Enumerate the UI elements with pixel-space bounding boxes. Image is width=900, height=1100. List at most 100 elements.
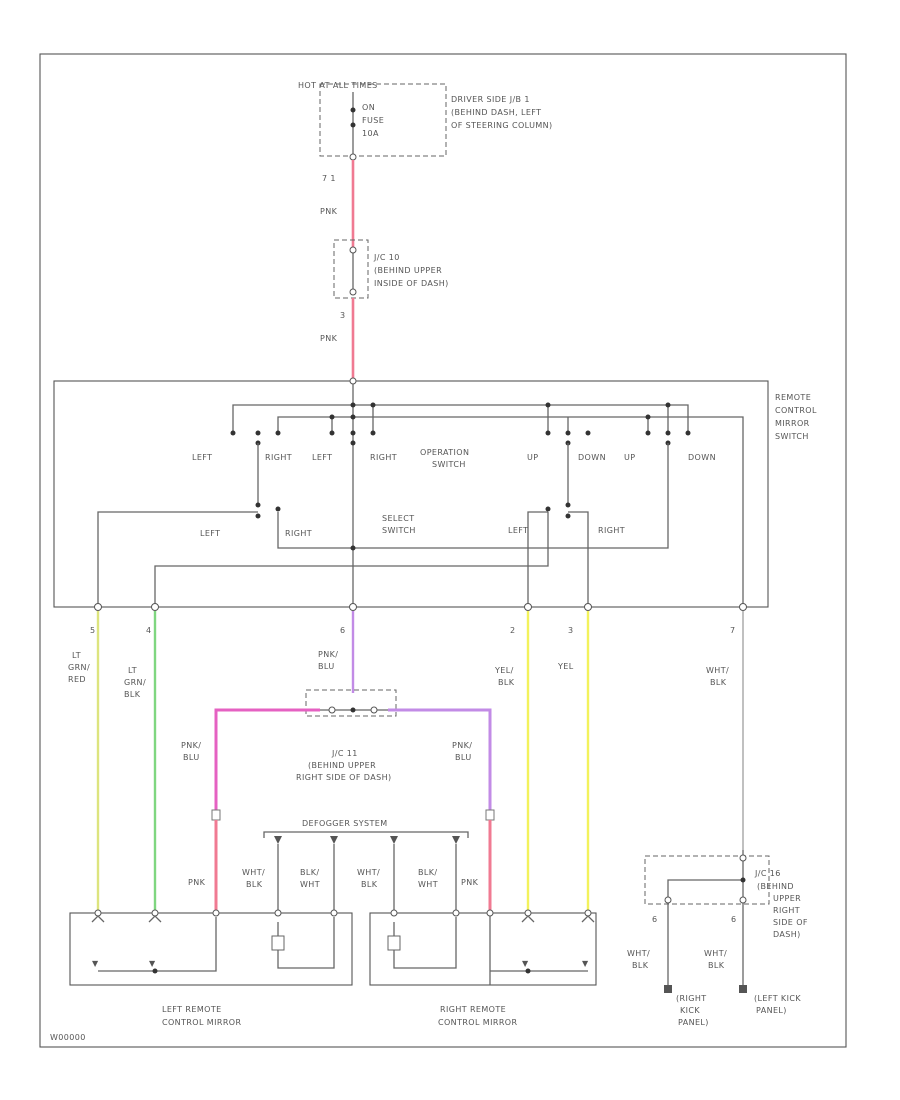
fuse-line-3: 10A: [362, 129, 379, 138]
wire-label-lt-grn-red-1: LT: [72, 651, 81, 660]
jc10-line-3: INSIDE OF DASH): [374, 279, 449, 288]
wire-label-blk-wht-r2: WHT: [418, 880, 438, 889]
sel-label-left-1: LEFT: [200, 529, 220, 538]
right-mirror-label-1: RIGHT REMOTE: [440, 1005, 506, 1014]
wire-label-yel-blk-2: BLK: [498, 678, 515, 687]
ground-left-2: PANEL): [756, 1006, 787, 1015]
jc16-dashed-box: [644, 855, 770, 905]
jc11-dashed-box: [305, 689, 397, 717]
ground-right-2: KICK: [680, 1006, 700, 1015]
switch-pin-6: 6: [340, 626, 346, 635]
ground-terminal-left: [739, 985, 747, 993]
wire-label-wht-blk-r2: BLK: [361, 880, 378, 889]
right-heater-element: [387, 935, 401, 951]
wire-label-pnk-left: PNK: [188, 878, 206, 887]
wire-label-gnd-wht-blk-2a: WHT/: [704, 949, 727, 958]
jc16-line-2: (BEHIND: [757, 882, 794, 891]
hot-at-all-times-label: HOT AT ALL TIMES: [298, 81, 378, 90]
wire-label-pnk-blu-left-2: BLU: [183, 753, 200, 762]
jc10-line-1: J/C 10: [373, 253, 400, 262]
wire-label-blk-wht-r1: BLK/: [418, 868, 438, 877]
ground-terminal-right: [664, 985, 672, 993]
ground-left-1: (LEFT KICK: [754, 994, 801, 1003]
wire-label-pnk-right: PNK: [461, 878, 479, 887]
splice-left: [211, 809, 221, 821]
jc16-pin-1: 6: [652, 915, 658, 924]
switch-title-1: REMOTE: [775, 393, 811, 402]
wire-label-wht-blk-1: WHT/: [706, 666, 729, 675]
wire-label-wht-blk-r1: WHT/: [357, 868, 380, 877]
left-heater-element: [271, 935, 285, 951]
left-mirror-box: [69, 912, 353, 986]
wire-label-pnk-2: PNK: [320, 334, 338, 343]
wire-label-pnk-blu-left-1: PNK/: [181, 741, 201, 750]
right-motor-1: ▼: [522, 959, 529, 968]
wire-label-pnk-1: PNK: [320, 207, 338, 216]
wire-label-lt-grn-red-3: RED: [68, 675, 86, 684]
wire-label-yel-blk-1: YEL/: [494, 666, 514, 675]
defogger-system: DEFOGGER SYSTEM WHT/ BLK BLK/ WHT WHT/ B…: [242, 819, 469, 910]
switch-pin-5: 5: [90, 626, 96, 635]
op-label-right-2: RIGHT: [370, 453, 397, 462]
fuse-block: HOT AT ALL TIMES ON FUSE 10A DRIVER SIDE…: [298, 81, 552, 183]
operation-switch-1: OPERATION: [420, 448, 469, 457]
right-mirror-box: [369, 912, 597, 986]
fuse-location-2: (BEHIND DASH, LEFT: [451, 108, 541, 117]
jc16-line-4: RIGHT: [773, 906, 800, 915]
wire-label-gnd-wht-blk-2b: BLK: [708, 961, 725, 970]
defogger-label: DEFOGGER SYSTEM: [302, 819, 388, 828]
wire-label-gnd-wht-blk-1b: BLK: [632, 961, 649, 970]
splice-right: [485, 809, 495, 821]
wire-label-yel: YEL: [557, 662, 574, 671]
sel-label-right-1: RIGHT: [285, 529, 312, 538]
op-label-up-1: UP: [527, 453, 538, 462]
op-label-left-1: LEFT: [192, 453, 212, 462]
op-label-down-1: DOWN: [578, 453, 606, 462]
jc10-line-2: (BEHIND UPPER: [374, 266, 442, 275]
wire-label-lt-grn-blk-3: BLK: [124, 690, 141, 699]
left-motor-1: ▼: [92, 959, 99, 968]
select-switch-2: SWITCH: [382, 526, 416, 535]
switch-title-3: MIRROR: [775, 419, 810, 428]
op-label-right-1: RIGHT: [265, 453, 292, 462]
jc16-line-6: DASH): [773, 930, 801, 939]
junction-connector-11: J/C 11 (BEHIND UPPER RIGHT SIDE OF DASH): [214, 689, 492, 820]
wire-label-pnk-blu-right-1: PNK/: [452, 741, 472, 750]
jc10-dashed-box: [333, 239, 369, 299]
fuse-line-1: ON: [362, 103, 375, 112]
switch-pin-2: 2: [510, 626, 516, 635]
switch-box: [53, 380, 769, 608]
switch-pin-7: 7: [730, 626, 736, 635]
jc11-line-1: J/C 11: [331, 749, 358, 758]
wire-label-pnk-blu-right-2: BLU: [455, 753, 472, 762]
jc16-line-3: UPPER: [773, 894, 801, 903]
diagram-frame: [39, 53, 847, 1048]
jc11-line-3: RIGHT SIDE OF DASH): [296, 773, 392, 782]
wire-label-pnk-blu-1: PNK/: [318, 650, 338, 659]
wire-label-wht-blk-l1: WHT/: [242, 868, 265, 877]
right-mirror-label-2: CONTROL MIRROR: [438, 1018, 517, 1027]
fuse-pin: 7 1: [322, 174, 336, 183]
right-motor-2: ▼: [582, 959, 589, 968]
left-mirror-label-1: LEFT REMOTE: [162, 1005, 222, 1014]
sel-label-right-2: RIGHT: [598, 526, 625, 535]
ground-right-3: PANEL): [678, 1018, 709, 1027]
jc16-pin-2: 6: [731, 915, 737, 924]
switch-title-2: CONTROL: [775, 406, 817, 415]
wire-label-lt-grn-blk-1: LT: [128, 666, 137, 675]
jc16-line-1: J/C 16: [754, 869, 781, 878]
wire-label-gnd-wht-blk-1a: WHT/: [627, 949, 650, 958]
fuse-dashed-box: [319, 83, 447, 157]
junction-connector-10: J/C 10 (BEHIND UPPER INSIDE OF DASH) 3: [333, 239, 449, 320]
ground-junction-16: J/C 16 (BEHIND UPPER RIGHT SIDE OF DASH)…: [627, 850, 808, 1027]
switch-pin-4: 4: [146, 626, 152, 635]
op-label-left-2: LEFT: [312, 453, 332, 462]
jc16-line-5: SIDE OF: [773, 918, 808, 927]
wire-label-lt-grn-blk-2: GRN/: [124, 678, 146, 687]
diagram-id: W00000: [50, 1033, 86, 1042]
left-motor-2: ▼: [149, 959, 156, 968]
wire-label-blk-wht-l1: BLK/: [300, 868, 320, 877]
op-label-down-2: DOWN: [688, 453, 716, 462]
right-remote-control-mirror: ▼ ▼ RIGHT REMOTE CONTROL MIRROR: [369, 909, 597, 1027]
